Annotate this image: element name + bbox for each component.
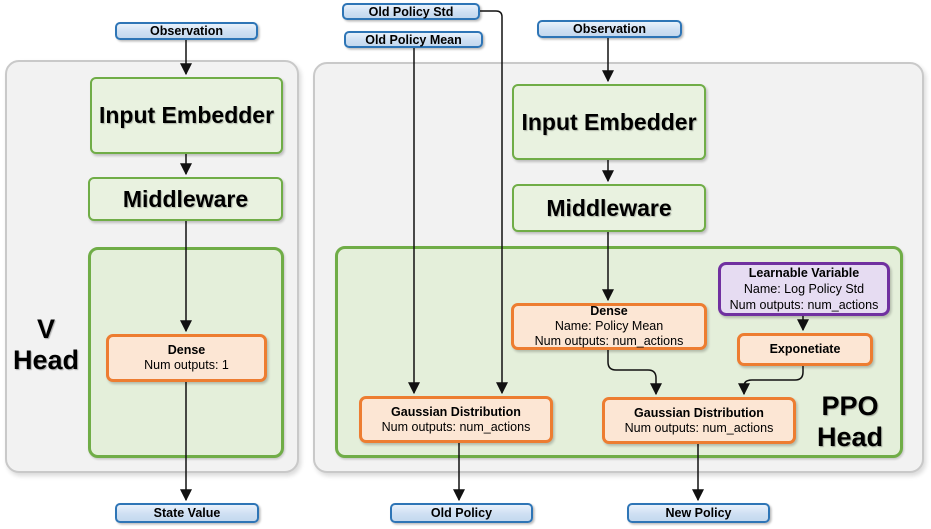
v-head-label-line1: V	[36, 314, 55, 344]
old-policy-std-node: Old Policy Std	[342, 3, 480, 20]
state-value-node-label: State Value	[153, 506, 221, 520]
input-embedder-node-ppo: Input Embedder	[512, 84, 706, 160]
learnable-variable-outputs: Num outputs: num_actions	[729, 298, 879, 312]
new-policy-node-label: New Policy	[665, 506, 732, 520]
learnable-variable-node: Learnable Variable Name: Log Policy Std …	[718, 262, 890, 316]
new-policy-node: New Policy	[627, 503, 770, 523]
exponetiate-node-label: Exponetiate	[769, 342, 841, 356]
ppo-head-label-line1: PPO	[821, 391, 879, 421]
old-policy-mean-node-label: Old Policy Mean	[365, 32, 462, 47]
dense-policy-mean-node: Dense Name: Policy Mean Num outputs: num…	[511, 303, 707, 350]
middleware-node-v-label: Middleware	[122, 185, 249, 212]
dense-node-v-outputs: Num outputs: 1	[144, 358, 229, 372]
old-policy-node: Old Policy	[390, 503, 533, 523]
ppo-head-label: PPO Head	[802, 391, 898, 453]
learnable-variable-title: Learnable Variable	[748, 266, 860, 280]
input-embedder-node-ppo-label: Input Embedder	[521, 108, 697, 135]
dense-policy-mean-name: Name: Policy Mean	[554, 319, 664, 333]
middleware-node-v: Middleware	[88, 177, 283, 221]
v-head-label: V Head	[6, 314, 86, 376]
learnable-variable-name: Name: Log Policy Std	[743, 282, 865, 296]
observation-node-ppo-label: Observation	[573, 22, 646, 36]
gaussian-old-outputs: Num outputs: num_actions	[381, 419, 531, 434]
observation-node-ppo: Observation	[537, 20, 682, 38]
input-embedder-node-v-label: Input Embedder	[98, 102, 275, 128]
gaussian-old-title: Gaussian Distribution	[391, 404, 521, 419]
old-policy-std-node-label: Old Policy Std	[368, 4, 454, 19]
old-policy-node-label: Old Policy	[430, 506, 493, 520]
middleware-node-ppo: Middleware	[512, 184, 706, 232]
dense-node-v: Dense Num outputs: 1	[106, 334, 267, 382]
gaussian-distribution-new-node: Gaussian Distribution Num outputs: num_a…	[602, 397, 796, 444]
observation-node-v-label: Observation	[150, 24, 223, 38]
gaussian-new-outputs: Num outputs: num_actions	[624, 420, 774, 435]
v-head-label-line2: Head	[12, 345, 80, 375]
gaussian-new-title: Gaussian Distribution	[634, 405, 764, 420]
gaussian-distribution-old-node: Gaussian Distribution Num outputs: num_a…	[359, 396, 553, 443]
ppo-head-label-line2: Head	[816, 422, 884, 452]
middleware-node-ppo-label: Middleware	[546, 194, 672, 221]
dense-policy-mean-title: Dense	[590, 304, 628, 318]
exponetiate-node: Exponetiate	[737, 333, 873, 366]
dense-node-v-title: Dense	[167, 343, 206, 357]
old-policy-mean-node: Old Policy Mean	[344, 31, 483, 48]
dense-policy-mean-outputs: Num outputs: num_actions	[534, 334, 684, 348]
observation-node-v: Observation	[115, 22, 258, 40]
input-embedder-node-v: Input Embedder	[90, 77, 283, 154]
state-value-node: State Value	[115, 503, 259, 523]
